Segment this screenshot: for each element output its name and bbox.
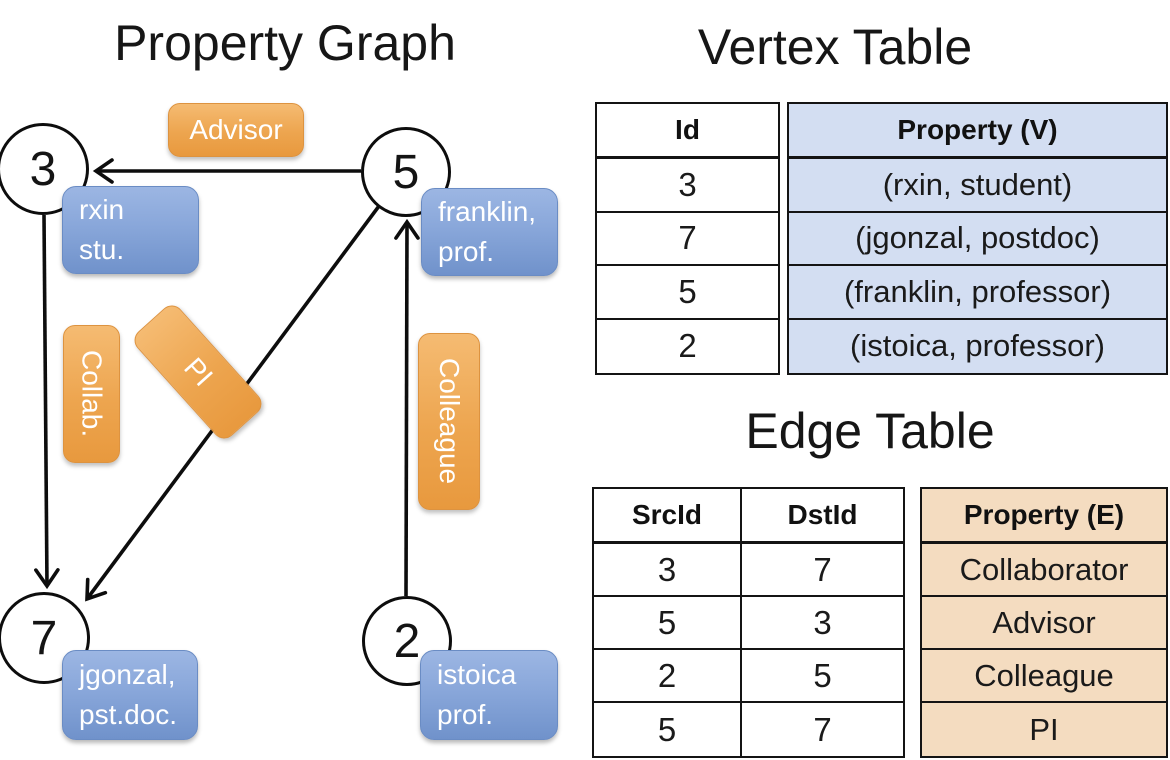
table-header-row: Property (E) bbox=[922, 489, 1166, 544]
vertex-prop-line1: jgonzal, bbox=[79, 659, 176, 691]
table-header-row: Property (V) bbox=[789, 104, 1166, 159]
vertex-prop-line1: franklin, bbox=[438, 196, 537, 228]
edge-table-title: Edge Table bbox=[745, 403, 995, 459]
vertex-table-title: Vertex Table bbox=[697, 19, 973, 75]
table-row: (istoica, professor) bbox=[850, 328, 1105, 364]
table-row: (jgonzal, postdoc) bbox=[789, 213, 1166, 266]
vertex-table-id-column: Id 3 7 5 2 bbox=[595, 102, 780, 375]
table-row: 5 7 bbox=[594, 703, 903, 756]
table-row: Collaborator bbox=[922, 544, 1166, 597]
edge-table-property-header: Property (E) bbox=[963, 499, 1125, 530]
table-row: 7 bbox=[597, 213, 778, 266]
vertex-prop-line2: prof. bbox=[437, 699, 494, 730]
vertex-prop-line1: istoica bbox=[437, 659, 517, 691]
edge-table-dstid-header: DstId bbox=[787, 499, 858, 530]
vertex-table-property-column: Property (V) (rxin, student) (jgonzal, p… bbox=[787, 102, 1168, 375]
table-row: (rxin, student) bbox=[789, 159, 1166, 213]
table-row: PI bbox=[1029, 711, 1059, 747]
table-row: 5 bbox=[597, 266, 778, 320]
edge-colleague-2-to-5 bbox=[394, 218, 420, 597]
vertex-table-id-header: Id bbox=[675, 114, 700, 145]
table-row: Advisor bbox=[922, 597, 1166, 650]
edge-table-srcid-header: SrcId bbox=[594, 489, 742, 541]
node-id-7: 7 bbox=[30, 611, 58, 665]
vertex-prop-line2: pst.doc. bbox=[79, 699, 178, 730]
property-graph-title: Property Graph bbox=[114, 15, 456, 71]
edge-label-collab: Collab. bbox=[63, 325, 120, 463]
vertex-prop-box-3: rxin stu. bbox=[62, 186, 199, 274]
edge-label-colleague: Colleague bbox=[418, 333, 480, 510]
table-header-row: SrcId DstId bbox=[594, 489, 903, 544]
node-id-2: 2 bbox=[393, 614, 421, 668]
node-id-3: 3 bbox=[29, 142, 57, 196]
vertex-prop-box-7: jgonzal, pst.doc. bbox=[62, 650, 198, 740]
vertex-prop-box-2: istoica prof. bbox=[420, 650, 558, 740]
vertex-prop-line1: rxin bbox=[79, 194, 125, 226]
table-row: 3 7 bbox=[594, 544, 903, 597]
edge-table-id-columns: SrcId DstId 3 7 5 3 2 5 5 7 bbox=[592, 487, 905, 758]
table-row: 3 bbox=[597, 159, 778, 213]
edge-table-property-column: Property (E) Collaborator Advisor Collea… bbox=[920, 487, 1168, 758]
table-header-row: Id bbox=[597, 104, 778, 159]
table-row: (franklin, professor) bbox=[789, 266, 1166, 320]
vertex-prop-box-5: franklin, prof. bbox=[421, 188, 558, 276]
vertex-table-property-header: Property (V) bbox=[897, 114, 1058, 145]
table-row: 2 bbox=[678, 327, 697, 365]
edge-label-advisor: Advisor bbox=[168, 103, 304, 157]
table-row: 5 3 bbox=[594, 597, 903, 650]
vertex-prop-line2: prof. bbox=[438, 236, 495, 267]
edge-collab-3-to-7 bbox=[34, 214, 60, 590]
table-row: 2 5 bbox=[594, 650, 903, 703]
node-id-5: 5 bbox=[392, 145, 420, 199]
vertex-prop-line2: stu. bbox=[79, 234, 125, 265]
table-row: Colleague bbox=[922, 650, 1166, 703]
